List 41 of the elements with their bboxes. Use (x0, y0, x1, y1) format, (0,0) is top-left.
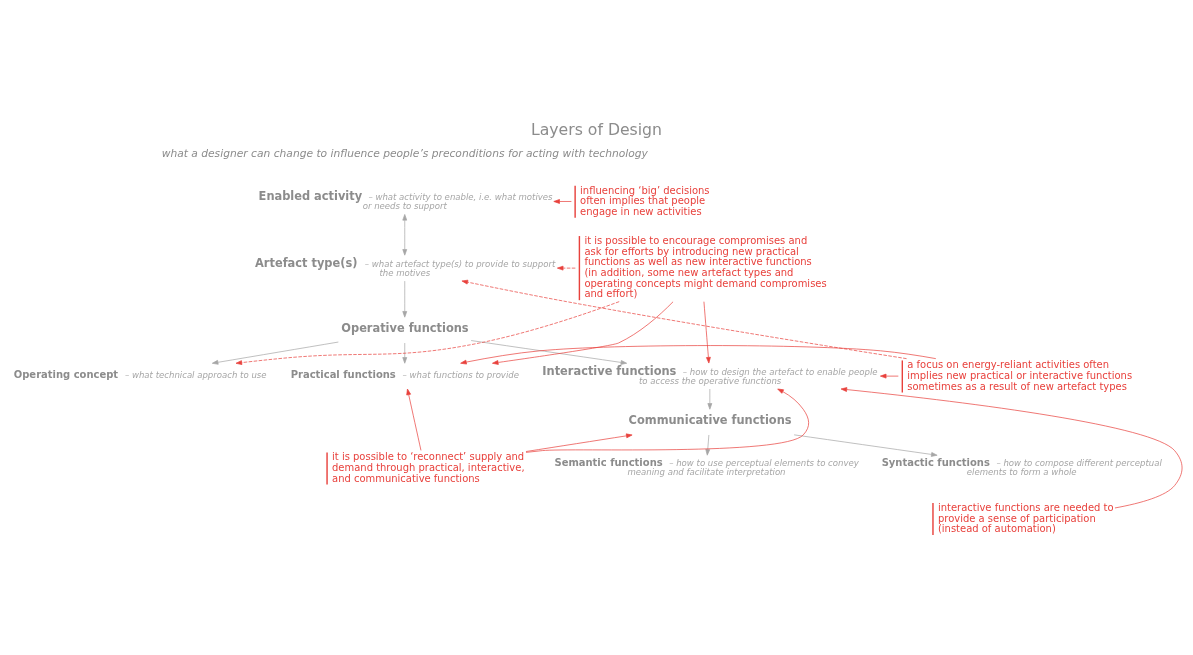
node-label: it is possible to encourage compromises and ask for efforts by introducing new practical functions as well as new interactive functions (in addition, some new artefact types and operating concepts might demand compromises and effort) (584, 234, 827, 299)
arrow (703, 300, 711, 363)
arrow (402, 342, 408, 364)
node-text: Interactive functions – how to design the artefact to enable people to access the operative functions (542, 363, 878, 386)
arrow (707, 388, 713, 410)
node-text: Operating concept – what technical approach to use (13, 368, 267, 380)
arrow (525, 433, 633, 452)
node-label: it is possible to ‘reconnect’ supply and demand through practical, interactive, and communicative functions (332, 450, 525, 484)
arrow (211, 341, 339, 365)
arrow (470, 339, 628, 365)
arrow (705, 434, 711, 456)
arrow (406, 388, 422, 451)
node-text: Semantic functions – how to use perceptual elements to convey meaning and facilitate interpretation (554, 456, 859, 477)
node-text: Communicative functions (628, 412, 792, 427)
arrow (525, 388, 809, 453)
node-box (578, 235, 581, 300)
node-text: Operative functions (341, 320, 469, 335)
label: what a designer can change to influence people’s preconditions for acting with technology (161, 146, 648, 160)
arrow (840, 386, 1183, 508)
arrow (402, 280, 408, 318)
arrow (553, 198, 572, 204)
node-text: Syntactic functions – how to compose different perceptual elements to form a whole (881, 456, 1162, 477)
node-label: influencing ‘big’ decisions often implies that people engage in new activities (580, 184, 710, 217)
node-box (574, 185, 576, 218)
node-text: Practical functions – what functions to provide (290, 368, 519, 380)
node-text: Artefact type(s) – what artefact type(s) to provide to support the motives (255, 255, 556, 278)
arrow (557, 265, 576, 270)
node-box (326, 451, 328, 484)
diagram-title: Layers of Design (530, 119, 663, 139)
arrow (793, 433, 938, 457)
node-text: Enabled activity – what activity to enable, i.e. what motives or needs to support (258, 188, 553, 211)
node-label: interactive functions are needed to provide a sense of participation (instead of automation) (937, 501, 1114, 534)
arrow (402, 213, 408, 256)
arrow (461, 279, 907, 359)
arrow (492, 300, 674, 365)
node-box (932, 502, 934, 535)
node-box (901, 359, 904, 392)
arrow (235, 300, 620, 365)
arrow (460, 344, 937, 364)
node-label: a focus on energy-reliant activities often implies new practical or interactive functions sometimes as a result of new artefact types (907, 358, 1133, 392)
arrow (880, 373, 899, 378)
